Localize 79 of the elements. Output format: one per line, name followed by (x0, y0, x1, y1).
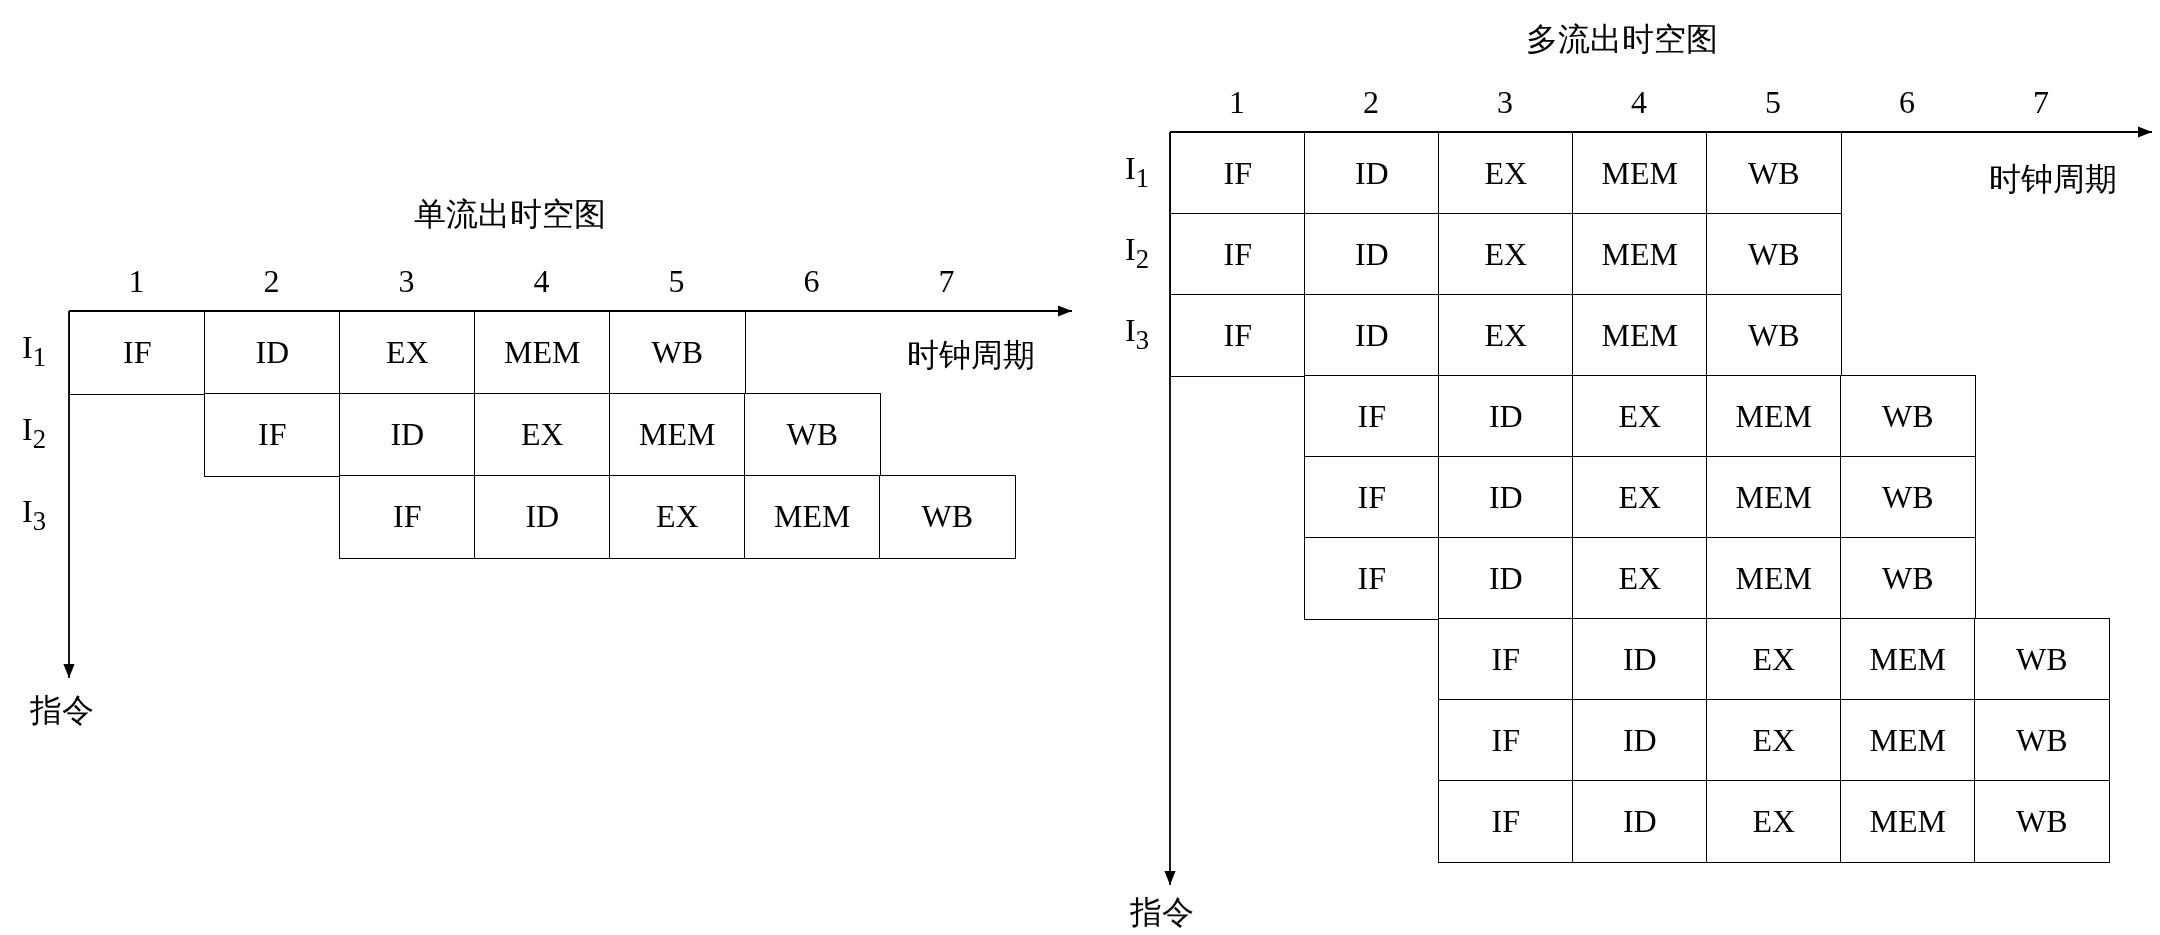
pipeline-stage-cell: IF (339, 475, 476, 559)
pipeline-stage-cell: IF (1170, 213, 1306, 296)
pipeline-stage-cell: IF (69, 311, 206, 395)
pipeline-stage-cell: MEM (1706, 537, 1842, 620)
pipeline-stage-cell: EX (1572, 537, 1708, 620)
pipeline-stage-cell: ID (1572, 780, 1708, 863)
cycle-number: 6 (1899, 84, 1915, 120)
pipeline-stage-cell: MEM (1840, 699, 1976, 782)
pipeline-stage-cell: WB (744, 393, 881, 477)
instruction-label: I$_{2}$ (22, 411, 46, 456)
cycle-number: 2 (263, 263, 280, 299)
instruction-label: I$_{1}$ (1125, 149, 1149, 195)
pipeline-stage-cell: WB (1706, 132, 1842, 215)
axis-label: 时钟周期 (1989, 161, 2117, 197)
axis-label: 时钟周期 (907, 337, 1035, 373)
pipeline-stage-cell: MEM (1572, 213, 1708, 296)
cycle-number: 7 (938, 263, 955, 299)
pipeline-stage-cell: IF (1170, 294, 1306, 377)
pipeline-stage-cell: IF (1304, 537, 1440, 620)
pipeline-stage-cell: ID (1438, 375, 1574, 458)
pipeline-stage-cell: WB (1840, 375, 1976, 458)
pipeline-stage-cell: EX (1572, 456, 1708, 539)
pipeline-stage-cell: IF (1438, 699, 1574, 782)
cycle-number: 7 (2033, 84, 2049, 120)
cycle-number: 5 (668, 263, 685, 299)
pipeline-stage-cell: ID (1572, 618, 1708, 701)
pipeline-stage-cell: EX (1706, 699, 1842, 782)
cycle-number: 6 (803, 263, 820, 299)
pipeline-stage-cell: MEM (744, 475, 881, 559)
pipeline-stage-cell: ID (1572, 699, 1708, 782)
pipeline-stage-cell: MEM (1840, 618, 1976, 701)
pipeline-stage-cell: MEM (1706, 375, 1842, 458)
pipeline-stage-cell: IF (204, 393, 341, 477)
pipeline-stage-cell: ID (474, 475, 611, 559)
pipeline-stage-cell: WB (1706, 213, 1842, 296)
pipeline-stage-cell: ID (1438, 456, 1574, 539)
cycle-number: 3 (398, 263, 415, 299)
cycle-number: 3 (1497, 84, 1513, 120)
pipeline-stage-cell: ID (1438, 537, 1574, 620)
chart-heading-label: 多流出时空图 (1526, 21, 1718, 57)
pipeline-stage-cell: EX (1572, 375, 1708, 458)
instruction-label: I$_{1}$ (22, 329, 46, 374)
cycle-number: 1 (1229, 84, 1245, 120)
pipeline-stage-cell: EX (1438, 213, 1574, 296)
pipeline-stage-cell: MEM (609, 393, 746, 477)
pipeline-stage-cell: WB (1974, 780, 2110, 863)
pipeline-stage-cell: WB (1974, 699, 2110, 782)
axis-label: 指令 (30, 692, 94, 728)
pipeline-stage-cell: IF (1304, 456, 1440, 539)
axis-label: 指令 (1130, 894, 1194, 930)
pipeline-stage-cell: IF (1304, 375, 1440, 458)
chart-heading-label: 单流出时空图 (414, 196, 606, 232)
pipeline-stage-cell: ID (1304, 213, 1440, 296)
pipeline-stage-cell: MEM (1840, 780, 1976, 863)
pipeline-stage-cell: WB (879, 475, 1016, 559)
cycle-number: 2 (1363, 84, 1379, 120)
cycle-number: 1 (128, 263, 145, 299)
pipeline-stage-cell: ID (1304, 294, 1440, 377)
pipeline-stage-cell: WB (1706, 294, 1842, 377)
pipeline-stage-cell: IF (1438, 780, 1574, 863)
cycle-number: 4 (1631, 84, 1647, 120)
instruction-label: I$_{3}$ (1125, 311, 1149, 357)
pipeline-stage-cell: MEM (1572, 294, 1708, 377)
pipeline-stage-cell: MEM (1706, 456, 1842, 539)
pipeline-stage-cell: ID (339, 393, 476, 477)
pipeline-stage-cell: EX (474, 393, 611, 477)
cycle-number: 5 (1765, 84, 1781, 120)
pipeline-stage-cell: WB (1840, 456, 1976, 539)
cycle-number: 4 (533, 263, 550, 299)
pipeline-stage-cell: WB (1840, 537, 1976, 620)
pipeline-stage-cell: WB (1974, 618, 2110, 701)
pipeline-stage-cell: EX (1706, 780, 1842, 863)
pipeline-stage-cell: IF (1438, 618, 1574, 701)
pipeline-stage-cell: EX (1706, 618, 1842, 701)
instruction-label: I$_{2}$ (1125, 230, 1149, 276)
instruction-label: I$_{3}$ (22, 493, 46, 538)
pipeline-stage-cell: EX (1438, 294, 1574, 377)
pipeline-stage-cell: WB (609, 311, 746, 395)
pipeline-stage-cell: EX (609, 475, 746, 559)
